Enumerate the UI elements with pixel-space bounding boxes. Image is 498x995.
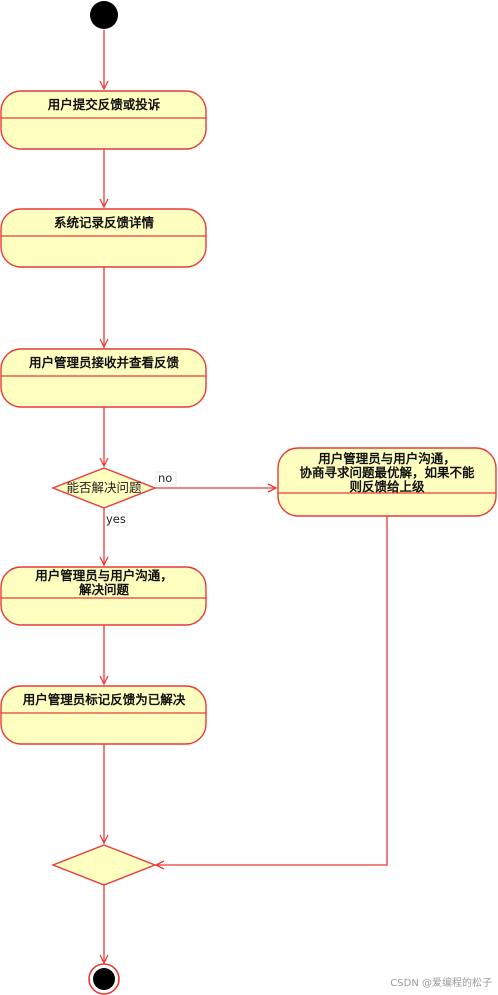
action-mark-resolved-label: 用户管理员标记反馈为已解决 — [22, 692, 186, 707]
merge-node — [51, 844, 157, 886]
action-negotiate-line-3: 则反馈给上级 — [349, 479, 425, 494]
action-negotiate-escalate: 用户管理员与用户沟通， 协商寻求问题最优解，如果不能 则反馈给上级 — [277, 447, 497, 517]
end-node — [88, 963, 120, 995]
action-negotiate-line-2: 协商寻求问题最优解，如果不能 — [299, 465, 475, 480]
action-resolve-line-1: 用户管理员与用户沟通， — [34, 568, 173, 583]
action-submit-feedback: 用户提交反馈或投诉 — [0, 90, 207, 150]
watermark: CSDN @爱编程的松子 — [390, 978, 492, 989]
action-resolve-line-2: 解决问题 — [79, 582, 130, 597]
start-node — [90, 1, 118, 29]
action-review-feedback-label: 用户管理员接收并查看反馈 — [28, 355, 180, 370]
action-record-details-label: 系统记录反馈详情 — [54, 215, 155, 230]
guard-yes: yes — [106, 512, 126, 526]
action-mark-resolved: 用户管理员标记反馈为已解决 — [0, 685, 207, 745]
action-resolve-issue: 用户管理员与用户沟通， 解决问题 — [0, 566, 207, 626]
action-submit-feedback-label: 用户提交反馈或投诉 — [47, 97, 161, 112]
action-negotiate-line-1: 用户管理员与用户沟通， — [317, 451, 456, 466]
action-record-details: 系统记录反馈详情 — [0, 208, 207, 268]
flow-negotiate-merge — [156, 516, 388, 865]
action-review-feedback: 用户管理员接收并查看反馈 — [0, 348, 207, 408]
decision-can-resolve: 能否解决问题 — [51, 467, 157, 509]
decision-can-resolve-label: 能否解决问题 — [66, 480, 142, 495]
guard-no: no — [158, 471, 172, 485]
